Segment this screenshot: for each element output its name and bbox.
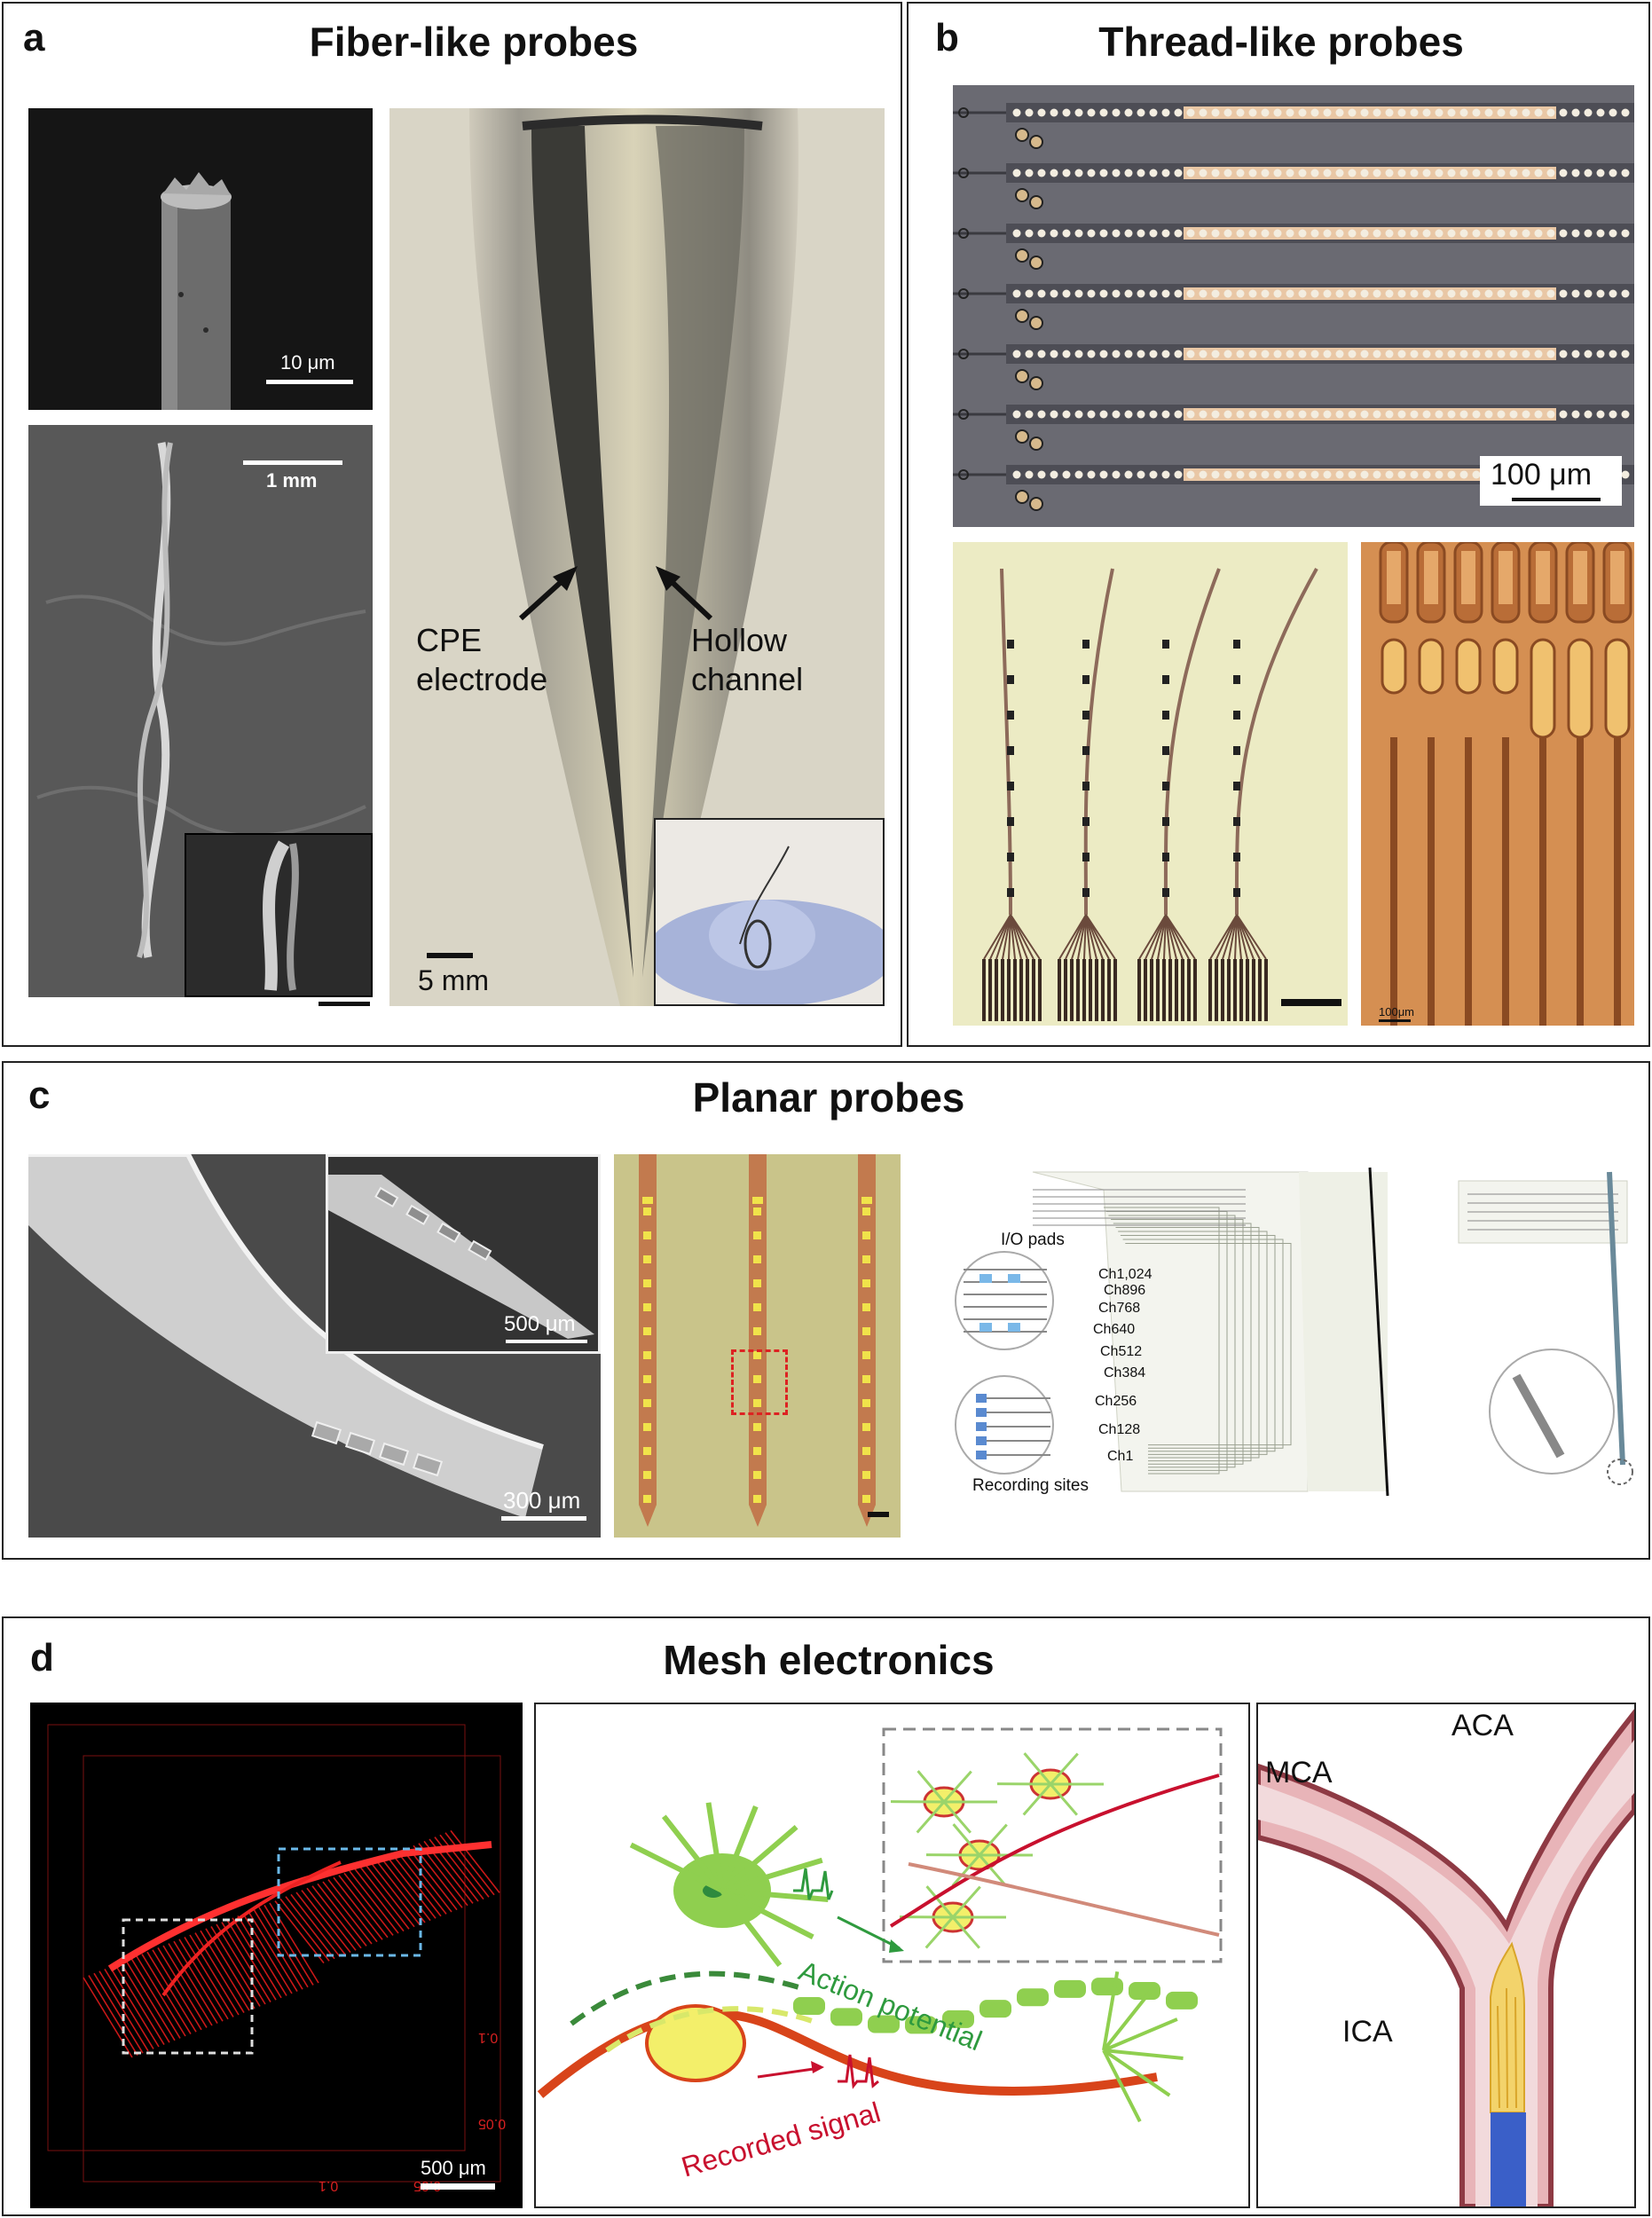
sem-top-scale-label: 10 μm [280, 351, 335, 374]
planar-sem-inset: 500 μm [326, 1154, 601, 1354]
planar-sem-scalebar [501, 1516, 586, 1521]
top-scale-label: 100 μm [1491, 458, 1593, 492]
channel-label-768: Ch768 [1098, 1301, 1141, 1316]
aca-label: ACA [1451, 1709, 1514, 1742]
neuron-illustration-panel: Action potential Recorded signal [534, 1703, 1250, 2208]
planar-inset-scalebar [506, 1340, 587, 1343]
sem-mid-scale-label: 1 mm [266, 469, 318, 492]
thread-array-micrograph: 100 μm [953, 85, 1634, 527]
cpe-electrode-label: CPE electrode [416, 622, 548, 697]
planar-sem-image: 300 μm 500 μm [28, 1154, 601, 1538]
mesh-scalebar [421, 2183, 495, 2190]
channel-label-128: Ch128 [1098, 1422, 1141, 1437]
sem-bottom-scalebar [319, 1002, 370, 1006]
mca-label: MCA [1265, 1756, 1333, 1789]
thread-right-scale-label: 100μm [1379, 1005, 1415, 1019]
channel-label-1024: Ch1,024 [1098, 1267, 1152, 1282]
top-scalebar [1512, 498, 1601, 501]
thread-probes-micrograph [953, 542, 1348, 1026]
panel-d-title: Mesh electronics [663, 1637, 995, 1683]
zoom-region-box [731, 1349, 788, 1415]
planar-shanks-illustration [639, 1154, 876, 1527]
channel-label-256: Ch256 [1095, 1394, 1137, 1409]
channel-label-512: Ch512 [1100, 1344, 1143, 1359]
photo-scalebar [427, 953, 473, 958]
thread-electrode-micrograph: 100μm [1361, 542, 1634, 1026]
photo-scale-label: 5 mm [418, 964, 489, 996]
sem-fiber-tip-image: 10 μm [28, 108, 373, 410]
hand-inset-photo [654, 818, 885, 1006]
mesh-3d-render: 0.1 0.05 0.1 0.05 500 μm [30, 1703, 523, 2208]
panel-c: c Planar probes 300 μm [2, 1061, 1650, 1560]
planar-sem-scale-label: 300 μm [503, 1487, 581, 1514]
mesh-scale-label: 500 μm [421, 2157, 486, 2179]
planar-inset-scale-label: 500 μm [504, 1312, 576, 1336]
channel-label-640: Ch640 [1093, 1322, 1136, 1337]
panel-d-label: d [30, 1636, 54, 1679]
shank-scalebar [868, 1512, 889, 1517]
panel-b-label: b [935, 16, 959, 59]
channel-schematic-illustration [955, 1167, 1633, 1497]
sem-mid-scalebar [243, 460, 342, 465]
vessel-illustration-panel: ACA MCA ICA [1256, 1703, 1636, 2208]
thread-array-illustration [953, 103, 1634, 511]
panel-b-title: Thread-like probes [1098, 19, 1464, 65]
sem-twisted-fiber-image: 1 mm [28, 425, 373, 997]
planar-shank-illustration [28, 1154, 544, 1518]
cpe-probe-illustration [469, 108, 798, 1006]
io-pads-label: I/O pads [1001, 1231, 1065, 1249]
planar-shanks-micrograph [614, 1154, 901, 1538]
mesh-3d-illustration [47, 1724, 501, 2183]
thread-left-scalebar [1281, 999, 1341, 1006]
channel-label-384: Ch384 [1104, 1365, 1146, 1380]
panel-b: b Thread-like probes 100 μm 100μm [907, 2, 1650, 1047]
channel-label-1: Ch1 [1107, 1449, 1134, 1464]
panel-a: a Fiber-like probes 10 μm 1 mm [2, 2, 902, 1047]
sem-fiber-inset [185, 833, 373, 997]
ica-label: ICA [1342, 2015, 1393, 2049]
cpe-probe-photo: CPE electrode Hollow channel 5 mm [389, 108, 885, 1006]
mesh-axis-tick-1: 0.1 [478, 2030, 499, 2045]
sem-top-scalebar [266, 380, 353, 384]
neuron-mesh-illustration [537, 1727, 1223, 2123]
recording-sites-label: Recording sites [972, 1476, 1089, 1495]
mesh-axis-tick-2: 0.05 [478, 2116, 507, 2131]
thread-right-scalebar [1379, 1019, 1411, 1022]
thread-probes-illustration [982, 568, 1318, 1021]
channel-schematic: I/O pads Ch1,024 Ch896 Ch768 Ch640 Ch512… [926, 1154, 1636, 1538]
panel-d: d Mesh electronics 0.1 0.05 0.1 0.05 500… [2, 1616, 1650, 2216]
top-scale-box [1480, 456, 1622, 506]
fiber-tip-illustration [161, 172, 232, 410]
panel-c-label: c [28, 1074, 51, 1117]
panel-a-title: Fiber-like probes [309, 19, 639, 65]
panel-a-label: a [23, 16, 45, 59]
thread-electrode-illustration [1379, 542, 1632, 1026]
hollow-channel-label: Hollow channel [691, 622, 804, 697]
panel-c-title: Planar probes [692, 1074, 965, 1121]
channel-label-896: Ch896 [1104, 1283, 1146, 1298]
mesh-axis-tick-3: 0.1 [319, 2178, 339, 2193]
vessel-stent-illustration [1258, 1709, 1634, 2206]
